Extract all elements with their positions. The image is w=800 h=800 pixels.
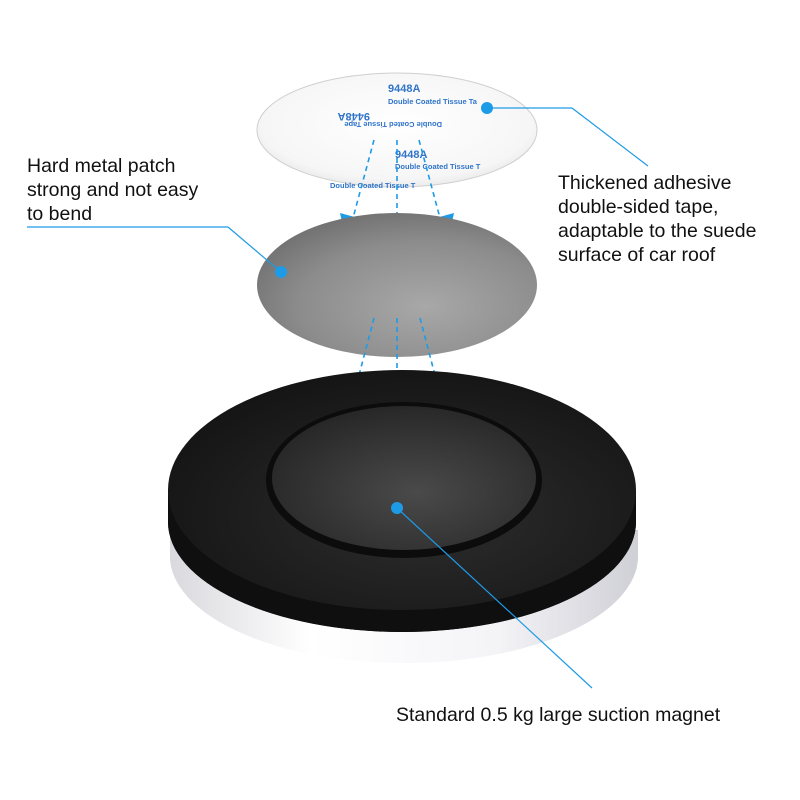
tape-code-1: 9448A (388, 83, 420, 95)
callout-metal-line-3: to bend (27, 203, 93, 225)
callout-metal-patch: Hard metal patch strong and not easy to … (27, 154, 198, 226)
callout-magnet: Standard 0.5 kg large suction magnet (396, 703, 720, 727)
tape-product-1: Double Coated Tissue Ta (388, 97, 478, 106)
arrows-tape-to-patch (352, 139, 441, 219)
tape-code-2: 9448A (338, 110, 370, 122)
tape-product-4: Double Coated Tissue T (330, 181, 416, 190)
arrow-line-1 (352, 139, 375, 219)
callout-adhesive-tape: Thickened adhesive double-sided tape, ad… (558, 171, 756, 267)
arrow-line-3 (418, 139, 441, 219)
callout-tape-line-3: adaptable to the suede (558, 220, 757, 242)
callout-metal-line-1: Hard metal patch (27, 155, 176, 177)
metal-patch (257, 213, 537, 357)
callout-dot-metal (275, 266, 287, 278)
callout-tape-line-2: double-sided tape, (558, 196, 719, 218)
callout-magnet-line-1: Standard 0.5 kg large suction magnet (396, 704, 721, 726)
arrow-line-4 (352, 317, 375, 399)
tape-product-2: Double Coated Tissue Tape (344, 120, 442, 129)
callout-leader-tape (481, 102, 649, 167)
tape-code-3: 9448A (395, 149, 427, 161)
callout-metal-line-2: strong and not easy (27, 179, 199, 201)
adhesive-tape-disc: 9448A Double Coated Tissue Ta Double Coa… (256, 72, 538, 190)
callout-tape-line-4: surface of car roof (558, 244, 716, 266)
callout-leader-metal (27, 226, 287, 278)
suction-magnet (168, 370, 638, 663)
arrow-line-6 (419, 317, 442, 399)
tape-product-3: Double Coated Tissue T (395, 162, 481, 171)
callout-leader-magnet (391, 502, 593, 689)
callout-tape-line-1: Thickened adhesive (558, 172, 732, 194)
